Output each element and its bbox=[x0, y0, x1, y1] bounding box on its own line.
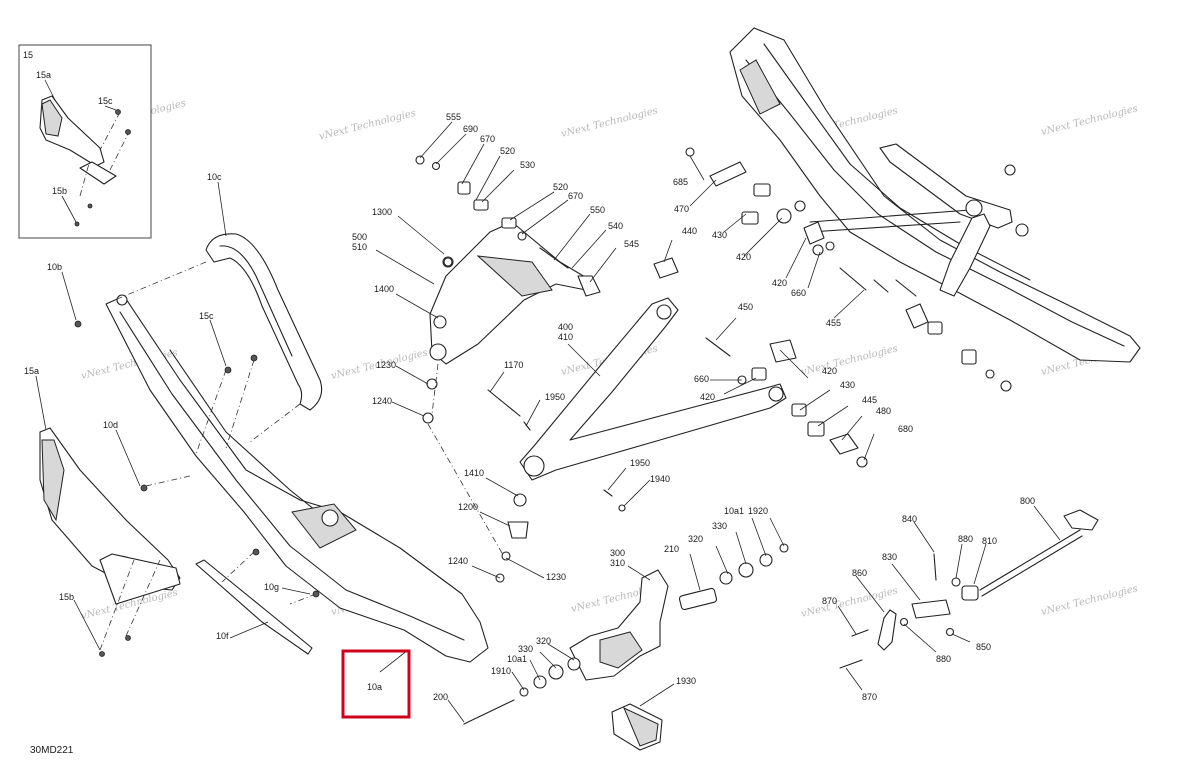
callout-label[interactable]: 10a1 bbox=[507, 654, 527, 664]
callout-label[interactable]: 330 bbox=[518, 644, 533, 654]
callout-label[interactable]: 10g bbox=[264, 582, 279, 592]
callout-labels: 10c 10b 15c 15a 10d 15b 10g 10f 10a 555 … bbox=[24, 112, 1035, 702]
watermark: vNext Technologies bbox=[1040, 103, 1139, 138]
steering-linkage bbox=[837, 505, 1099, 691]
callout-label[interactable]: 420 bbox=[700, 392, 715, 402]
callout-label[interactable]: 530 bbox=[520, 160, 535, 170]
watermark: vNext Technologies bbox=[800, 585, 899, 620]
callout-label[interactable]: 300 bbox=[610, 548, 625, 558]
callout-label[interactable]: 15a bbox=[24, 366, 39, 376]
callout-label[interactable]: 830 bbox=[882, 552, 897, 562]
callout-label[interactable]: 685 bbox=[673, 177, 688, 187]
callout-label[interactable]: 1400 bbox=[374, 284, 394, 294]
spindle-assembly bbox=[447, 517, 789, 751]
callout-label[interactable]: 850 bbox=[976, 642, 991, 652]
callout-label[interactable]: 870 bbox=[862, 692, 877, 702]
callout-label[interactable]: 400 bbox=[558, 322, 573, 332]
callout-label[interactable]: 500 bbox=[352, 232, 367, 242]
callout-label[interactable]: 10b bbox=[47, 262, 62, 272]
callout-label[interactable]: 420 bbox=[772, 278, 787, 288]
inset-number-label: 15 bbox=[23, 50, 33, 60]
callout-label[interactable]: 555 bbox=[446, 112, 461, 122]
callout-label[interactable]: 330 bbox=[712, 521, 727, 531]
callout-label[interactable]: 420 bbox=[736, 252, 751, 262]
callout-label[interactable]: 10a1 bbox=[724, 506, 744, 516]
diagram-id-label: 30MD221 bbox=[30, 745, 74, 756]
callout-label[interactable]: 540 bbox=[608, 221, 623, 231]
callout-label[interactable]: 15c bbox=[199, 311, 214, 321]
inset-label-15a: 15a bbox=[36, 70, 51, 80]
callout-label[interactable]: 1930 bbox=[676, 676, 696, 686]
callout-label[interactable]: 470 bbox=[674, 204, 689, 214]
callout-label[interactable]: 1910 bbox=[491, 666, 511, 676]
callout-label[interactable]: 520 bbox=[553, 182, 568, 192]
callout-label[interactable]: 1300 bbox=[372, 207, 392, 217]
callout-label[interactable]: 1240 bbox=[448, 556, 468, 566]
callout-label[interactable]: 1200 bbox=[458, 502, 478, 512]
callout-label[interactable]: 680 bbox=[898, 424, 913, 434]
watermark: vNext Technologies bbox=[318, 108, 417, 143]
callout-label[interactable]: 430 bbox=[712, 230, 727, 240]
callout-label[interactable]: 520 bbox=[500, 146, 515, 156]
inset-label-15b: 15b bbox=[52, 186, 67, 196]
callout-label[interactable]: 660 bbox=[791, 288, 806, 298]
callout-label[interactable]: 10d bbox=[103, 420, 118, 430]
lower-a-arm-assembly bbox=[471, 297, 787, 583]
callout-label[interactable]: 430 bbox=[840, 380, 855, 390]
callout-label[interactable]: 455 bbox=[826, 318, 841, 328]
callout-label[interactable]: 1920 bbox=[748, 506, 768, 516]
callout-label[interactable]: 1940 bbox=[650, 474, 670, 484]
callout-label[interactable]: 1410 bbox=[464, 468, 484, 478]
callout-label[interactable]: 200 bbox=[433, 692, 448, 702]
callout-label[interactable]: 840 bbox=[902, 514, 917, 524]
callout-label[interactable]: 545 bbox=[624, 239, 639, 249]
callout-label[interactable]: 880 bbox=[958, 534, 973, 544]
callout-label[interactable]: 510 bbox=[352, 242, 367, 252]
callout-label[interactable]: 320 bbox=[688, 534, 703, 544]
watermark: vNext Technologies bbox=[800, 343, 899, 378]
callout-label[interactable]: 320 bbox=[536, 636, 551, 646]
callout-label[interactable]: 1950 bbox=[630, 458, 650, 468]
callout-label[interactable]: 445 bbox=[862, 395, 877, 405]
callout-label[interactable]: 210 bbox=[664, 544, 679, 554]
callout-label[interactable]: 15b bbox=[59, 592, 74, 602]
callout-label[interactable]: 870 bbox=[822, 596, 837, 606]
callout-label[interactable]: 670 bbox=[480, 134, 495, 144]
callout-label-highlighted[interactable]: 10a bbox=[367, 682, 382, 692]
callout-label[interactable]: 550 bbox=[590, 205, 605, 215]
callout-label[interactable]: 1230 bbox=[376, 360, 396, 370]
callout-label[interactable]: 1230 bbox=[546, 572, 566, 582]
callout-label[interactable]: 450 bbox=[738, 302, 753, 312]
ski-assembly-right bbox=[653, 27, 1141, 468]
callout-label[interactable]: 10c bbox=[207, 172, 222, 182]
callout-label[interactable]: 670 bbox=[568, 191, 583, 201]
callout-label[interactable]: 660 bbox=[694, 374, 709, 384]
callout-label[interactable]: 410 bbox=[558, 332, 573, 342]
watermark: vNext Technologies bbox=[560, 105, 659, 140]
callout-label[interactable]: 440 bbox=[682, 226, 697, 236]
highlight-box-10a bbox=[341, 649, 411, 719]
callout-label[interactable]: 800 bbox=[1020, 496, 1035, 506]
callout-label[interactable]: 810 bbox=[982, 536, 997, 546]
callout-label[interactable]: 690 bbox=[463, 124, 478, 134]
inset-label-15c: 15c bbox=[98, 96, 113, 106]
callout-label[interactable]: 10f bbox=[216, 631, 229, 641]
callout-label[interactable]: 880 bbox=[936, 654, 951, 664]
callout-label[interactable]: 310 bbox=[610, 558, 625, 568]
watermark: vNext Technologies bbox=[1040, 583, 1139, 618]
upper-a-arm-assembly bbox=[375, 121, 617, 561]
callout-label[interactable]: 420 bbox=[822, 366, 837, 376]
inset-detail-15: 15 15a 15c 15b bbox=[18, 44, 152, 239]
ski-assembly-left bbox=[35, 181, 489, 673]
callout-label[interactable]: 1240 bbox=[372, 396, 392, 406]
callout-label[interactable]: 480 bbox=[876, 406, 891, 416]
callout-label[interactable]: 860 bbox=[852, 568, 867, 578]
callout-label[interactable]: 1950 bbox=[545, 392, 565, 402]
callout-label[interactable]: 1170 bbox=[504, 360, 523, 370]
